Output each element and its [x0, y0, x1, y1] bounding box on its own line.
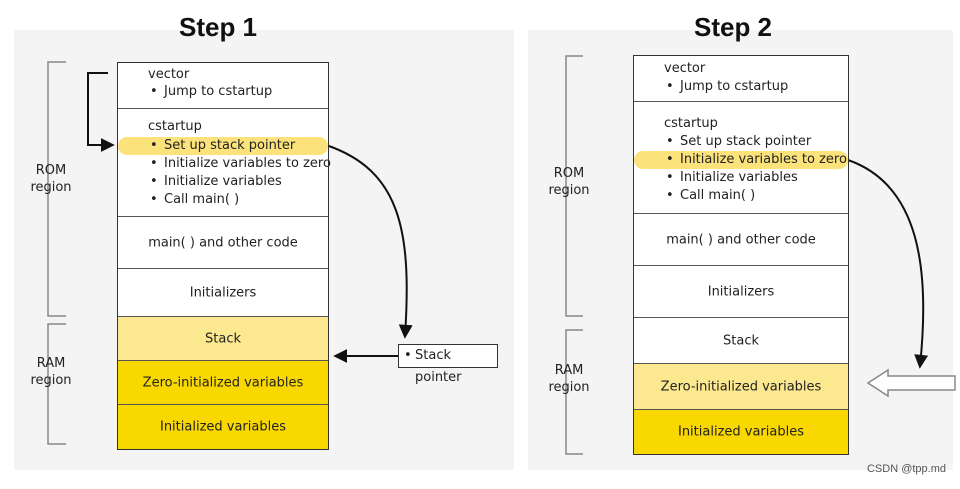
vector-title: vector — [664, 61, 706, 76]
stack-pointer-box: Stack pointer — [398, 344, 498, 385]
vector-item: Jump to cstartup — [664, 78, 788, 96]
jump-arrow — [87, 72, 115, 152]
step1-rom-bracket — [47, 61, 66, 317]
vector-title: vector — [148, 67, 190, 82]
step2-initializers-block: Initializers — [634, 266, 848, 318]
step2-zero-init-block: Zero-initialized variables — [634, 364, 848, 410]
step1-vector-block: vector Jump to cstartup — [118, 63, 328, 109]
step2-cstartup-block: cstartup Set up stack pointer Initialize… — [634, 102, 848, 214]
step1-ram-bracket — [47, 323, 66, 445]
step1-title: Step 1 — [178, 12, 258, 42]
cstartup-title: cstartup — [664, 116, 718, 131]
step1-cstartup-block: cstartup Set up stack pointer Initialize… — [118, 109, 331, 217]
step1-main-code-block: main( ) and other code — [118, 217, 328, 269]
step1-rom-label: ROM region — [30, 163, 72, 195]
hollow-arrow — [866, 368, 956, 398]
step2-rom-bracket — [565, 55, 583, 317]
vector-item: Jump to cstartup — [148, 83, 272, 101]
step1-initializers-block: Initializers — [118, 269, 328, 317]
watermark: CSDN @tpp.md — [866, 463, 946, 475]
step2-main-code-block: main( ) and other code — [634, 214, 848, 266]
step2-stack-block: Stack — [634, 318, 848, 364]
step2-init-vars-block: Initialized variables — [634, 410, 848, 454]
step2-title: Step 2 — [693, 12, 773, 42]
cstartup-title: cstartup — [148, 119, 202, 134]
step2-curve-arrow — [847, 159, 929, 369]
step1-init-vars-block: Initialized variables — [118, 405, 328, 449]
step1-stack-block: Stack — [118, 317, 328, 361]
cstartup-item: Call main( ) — [148, 191, 331, 209]
step2-rom-label: ROM region — [548, 166, 590, 198]
cstartup-item: Call main( ) — [664, 187, 847, 205]
step2-ram-label: RAM region — [548, 363, 590, 395]
cstartup-item: Initialize variables to zero — [148, 155, 331, 173]
step2-ram-bracket — [565, 329, 583, 455]
step2-vector-block: vector Jump to cstartup — [634, 56, 848, 102]
step1-curve-arrow — [325, 144, 413, 339]
cstartup-item: Initialize variables — [148, 173, 331, 191]
cstartup-item: Initialize variables — [664, 169, 847, 187]
step2-memory-map: vector Jump to cstartup cstartup Set up … — [633, 55, 849, 455]
step1-ram-label: RAM region — [30, 356, 72, 388]
cstartup-item: Set up stack pointer — [148, 137, 331, 155]
cstartup-item: Set up stack pointer — [664, 133, 847, 151]
step1-memory-map: vector Jump to cstartup cstartup Set up … — [117, 62, 331, 450]
cstartup-item: Initialize variables to zero — [664, 151, 847, 169]
step1-zero-init-block: Zero-initialized variables — [118, 361, 328, 405]
